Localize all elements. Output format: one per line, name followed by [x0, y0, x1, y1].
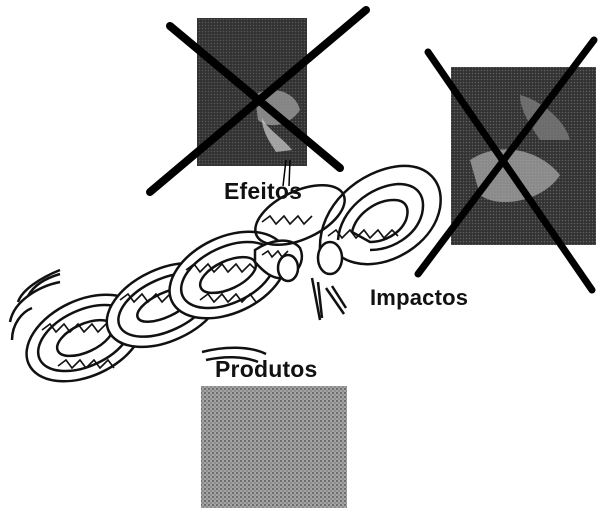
photo-efeitos — [150, 10, 366, 192]
label-produtos: Produtos — [215, 356, 318, 383]
label-efeitos: Efeitos — [224, 178, 302, 205]
label-impactos: Impactos — [370, 285, 468, 311]
photo-impactos — [418, 40, 596, 290]
photo-produtos — [201, 386, 347, 508]
chain-link-4 — [318, 166, 441, 274]
